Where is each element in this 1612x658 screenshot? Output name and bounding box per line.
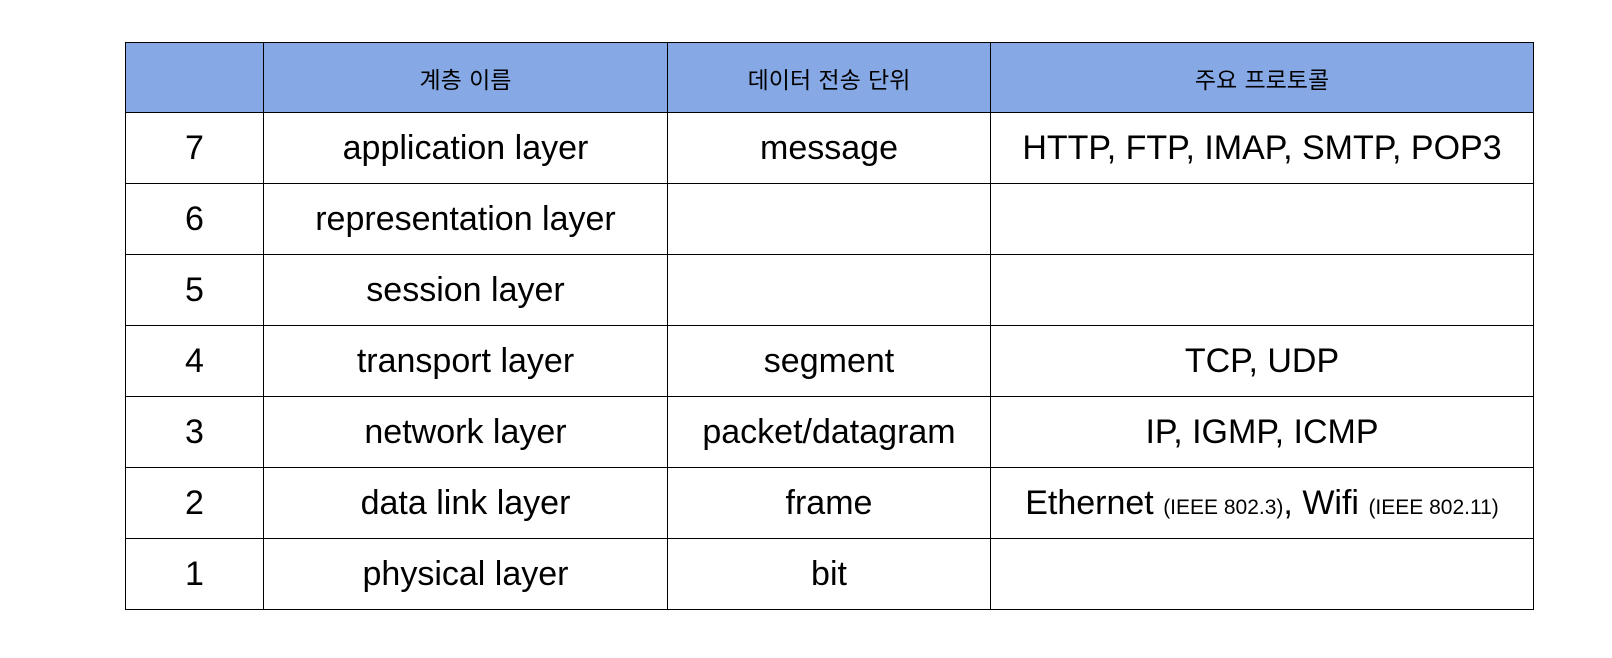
data-unit bbox=[667, 254, 991, 326]
data-unit: packet/datagram bbox=[667, 396, 991, 468]
layer-name: physical layer bbox=[263, 538, 668, 610]
data-unit bbox=[667, 183, 991, 255]
layer-number: 4 bbox=[125, 325, 264, 397]
protocols: HTTP, FTP, IMAP, SMTP, POP3 bbox=[990, 112, 1534, 184]
header-layer-name: 계층 이름 bbox=[263, 42, 668, 113]
table-row: 3 network layer packet/datagram IP, IGMP… bbox=[125, 396, 1534, 468]
data-unit: segment bbox=[667, 325, 991, 397]
layer-name: representation layer bbox=[263, 183, 668, 255]
header-row: 계층 이름 데이터 전송 단위 주요 프로토콜 bbox=[125, 42, 1534, 113]
protocol-wifi: Wifi bbox=[1302, 483, 1359, 522]
protocols bbox=[990, 254, 1534, 326]
protocols: TCP, UDP bbox=[990, 325, 1534, 397]
protocols bbox=[990, 183, 1534, 255]
protocol-ethernet-standard: (IEEE 802.3) bbox=[1163, 495, 1284, 519]
protocols bbox=[990, 538, 1534, 610]
layer-name: data link layer bbox=[263, 467, 668, 539]
layer-name: application layer bbox=[263, 112, 668, 184]
osi-layer-table: 계층 이름 데이터 전송 단위 주요 프로토콜 7 application la… bbox=[125, 42, 1534, 610]
protocol-wifi-standard: (IEEE 802.11) bbox=[1368, 495, 1499, 519]
layer-number: 2 bbox=[125, 467, 264, 539]
table-row: 1 physical layer bit bbox=[125, 538, 1534, 610]
layer-name: transport layer bbox=[263, 325, 668, 397]
protocol-separator: , bbox=[1283, 483, 1293, 522]
header-protocols: 주요 프로토콜 bbox=[990, 42, 1534, 113]
table-row: 4 transport layer segment TCP, UDP bbox=[125, 325, 1534, 397]
data-unit: frame bbox=[667, 467, 991, 539]
protocol-ethernet: Ethernet bbox=[1025, 483, 1154, 522]
table-row: 6 representation layer bbox=[125, 183, 1534, 255]
data-unit: message bbox=[667, 112, 991, 184]
header-number bbox=[125, 42, 264, 113]
layer-number: 6 bbox=[125, 183, 264, 255]
data-unit: bit bbox=[667, 538, 991, 610]
protocols: Ethernet (IEEE 802.3), Wifi (IEEE 802.11… bbox=[990, 467, 1534, 539]
protocols: IP, IGMP, ICMP bbox=[990, 396, 1534, 468]
layer-number: 1 bbox=[125, 538, 264, 610]
table-row: 5 session layer bbox=[125, 254, 1534, 326]
layer-number: 5 bbox=[125, 254, 264, 326]
layer-number: 3 bbox=[125, 396, 264, 468]
layer-name: network layer bbox=[263, 396, 668, 468]
layer-number: 7 bbox=[125, 112, 264, 184]
table-row: 2 data link layer frame Ethernet (IEEE 8… bbox=[125, 467, 1534, 539]
layer-name: session layer bbox=[263, 254, 668, 326]
header-data-unit: 데이터 전송 단위 bbox=[667, 42, 991, 113]
table-row: 7 application layer message HTTP, FTP, I… bbox=[125, 112, 1534, 184]
